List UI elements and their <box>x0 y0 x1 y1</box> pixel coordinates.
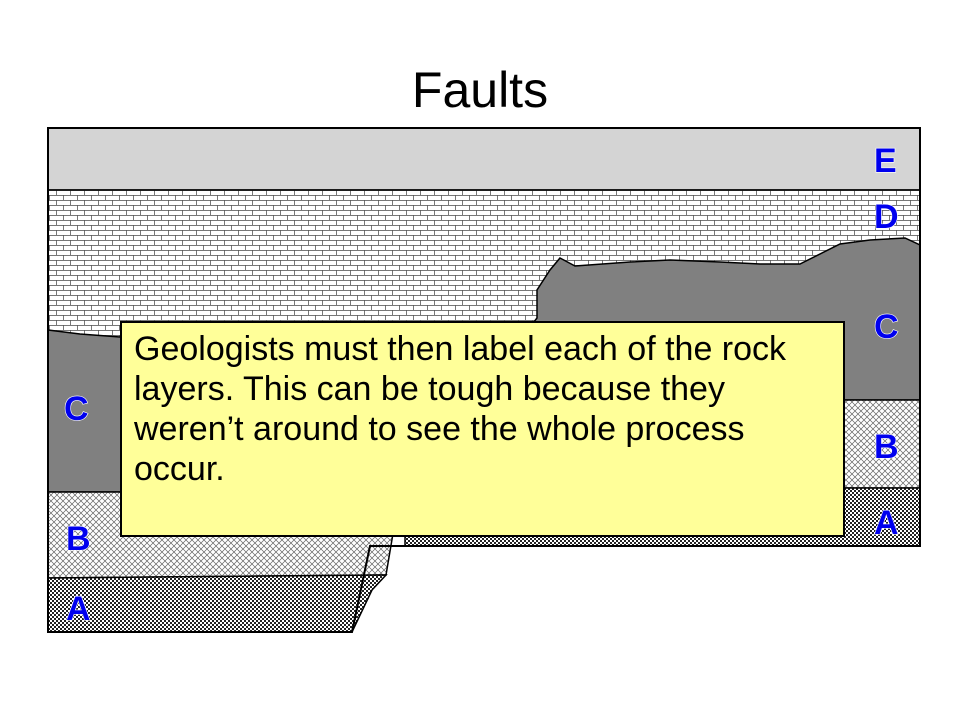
explanation-callout: Geologists must then label each of the r… <box>120 321 845 537</box>
layer-a-left <box>47 574 388 633</box>
label-a-left: A <box>66 590 91 628</box>
label-b-left: B <box>66 520 91 558</box>
label-a-right: A <box>874 504 899 542</box>
label-b-right: B <box>874 428 899 466</box>
label-e-right: E <box>874 142 897 180</box>
slide-title: Faults <box>411 62 549 118</box>
label-c-right: C <box>874 308 899 346</box>
label-c-left: C <box>64 390 89 428</box>
layer-e <box>47 127 921 191</box>
label-d-right: D <box>874 198 899 236</box>
diagram-frame <box>47 127 921 633</box>
